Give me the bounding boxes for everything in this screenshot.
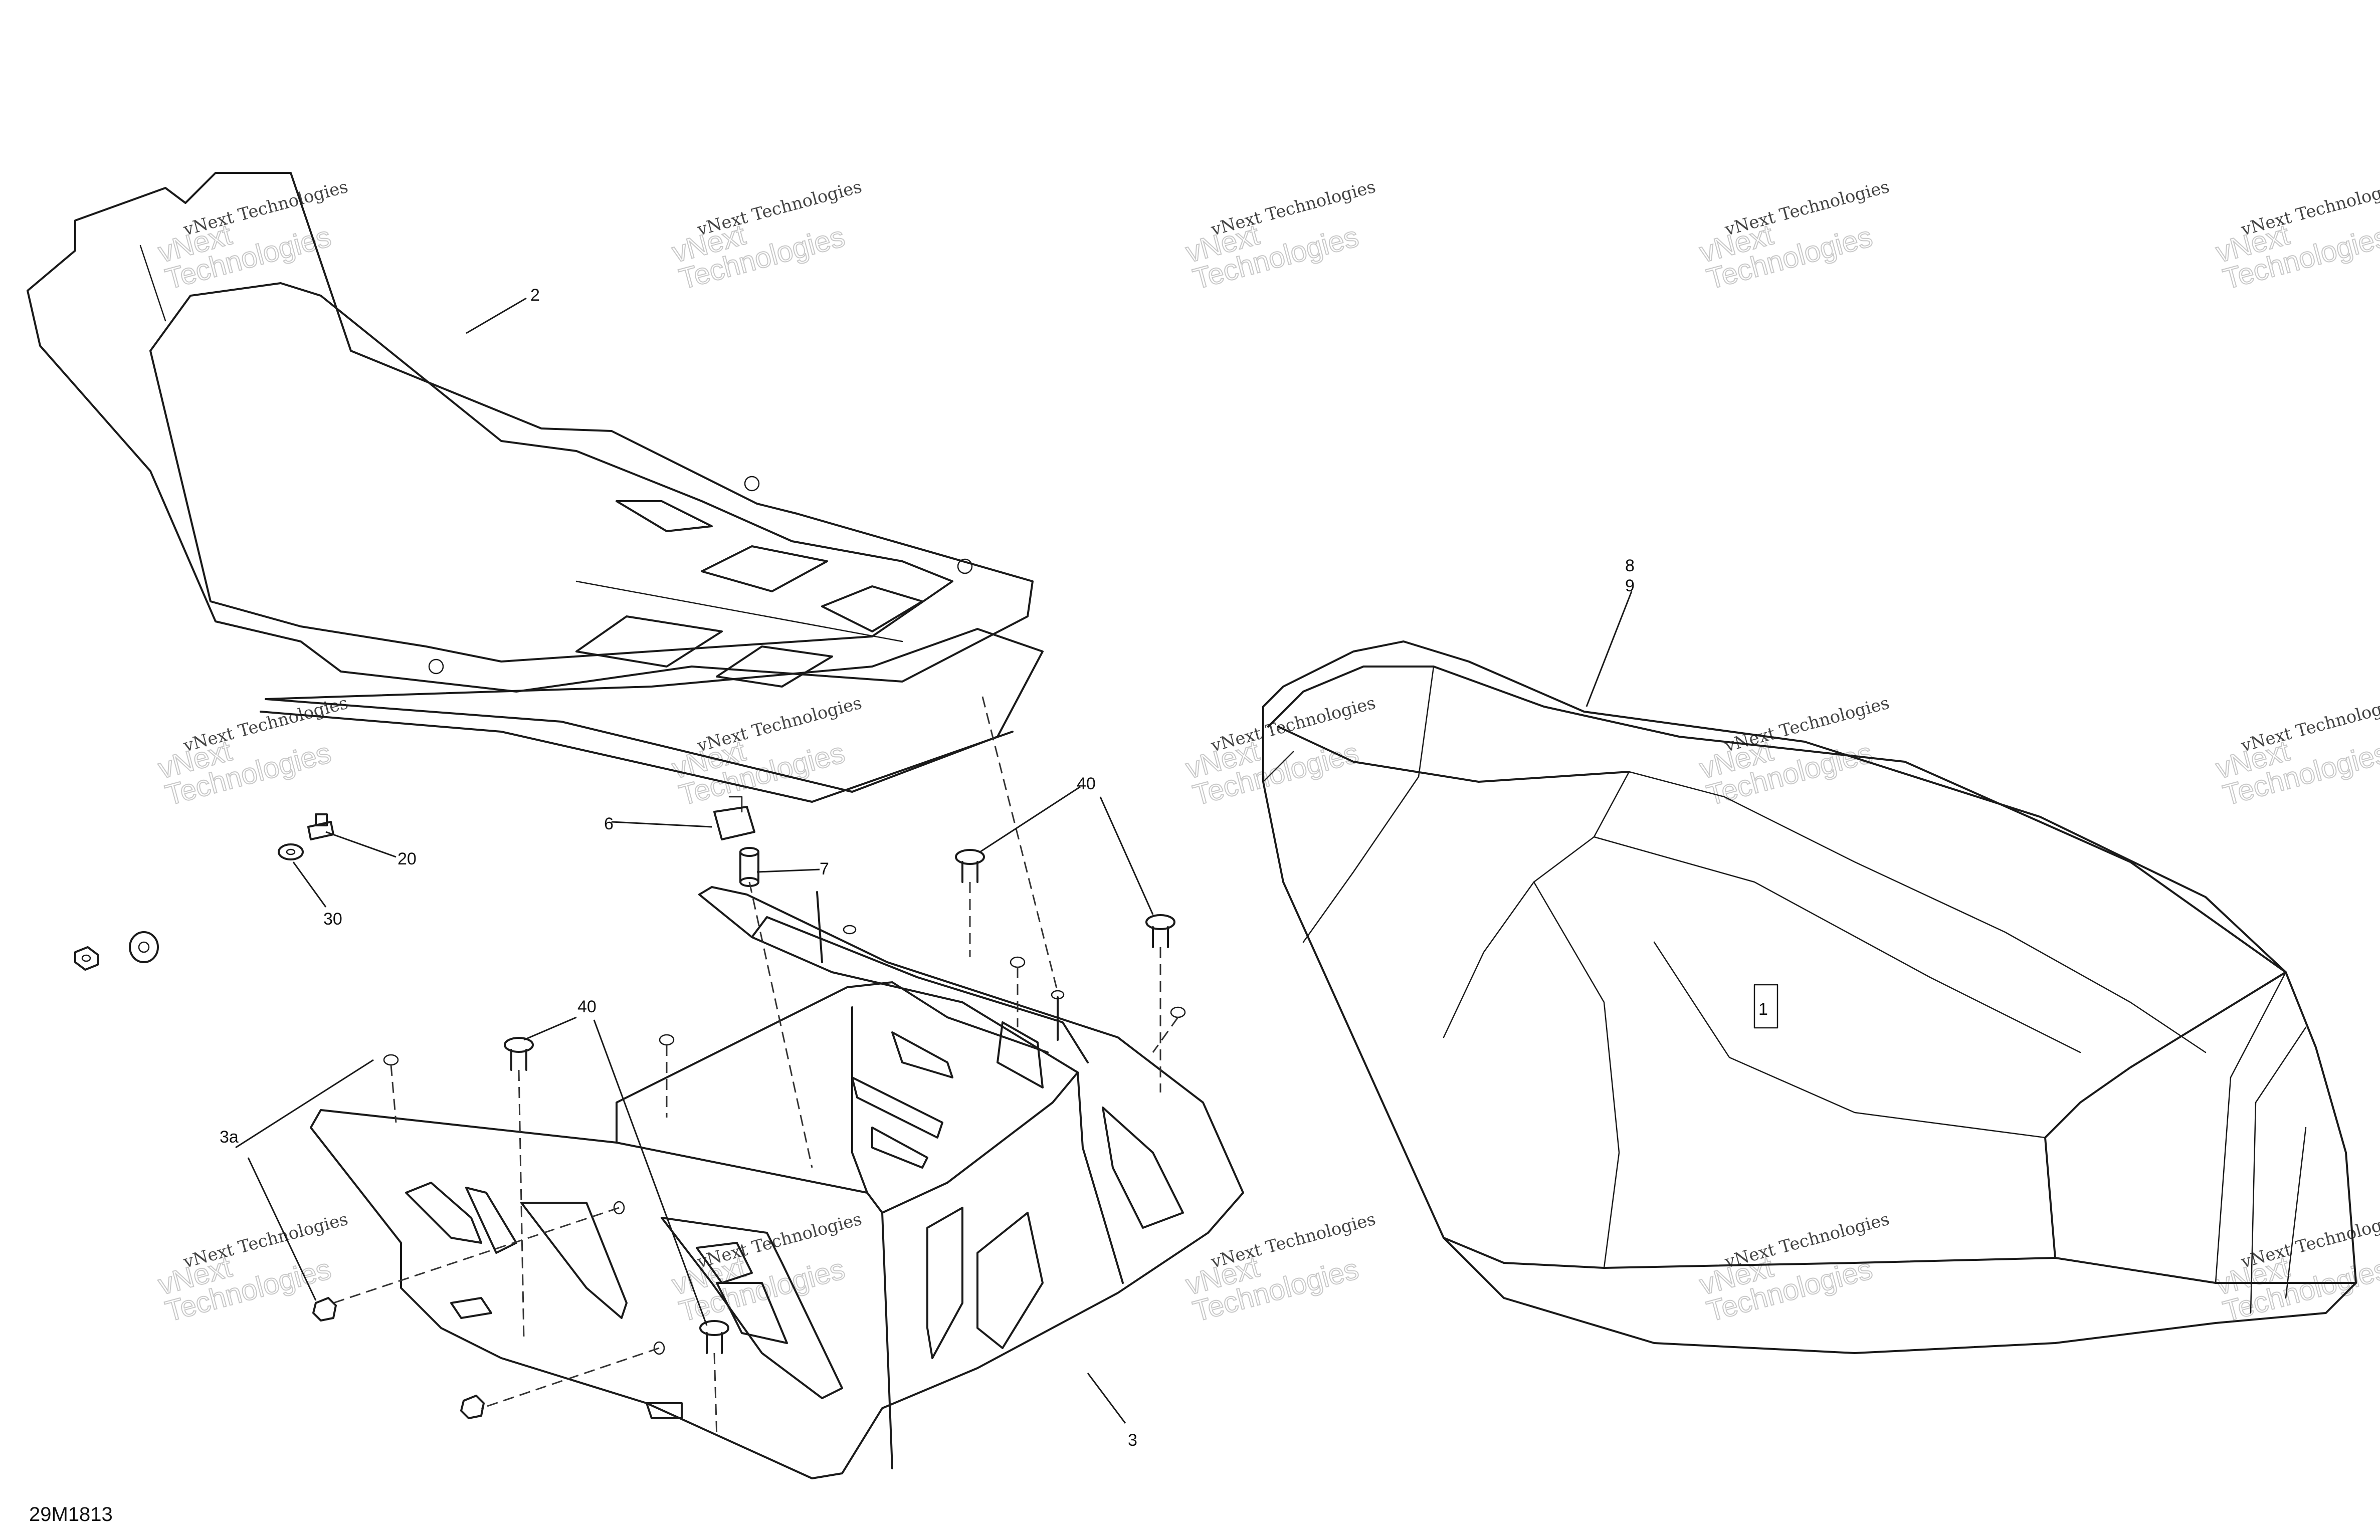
seat-callout-box [1753,984,1778,1029]
watermark: vNext Technologies vNext Technologies [154,693,350,812]
screw-20 [307,813,334,840]
loose-nut [74,946,99,971]
watermark: vNext Technologies vNext Technologies [1696,693,1892,812]
watermark: vNext Technologies vNext Technologies [154,1209,350,1329]
callout-1: 1 [1758,1000,1768,1019]
callout-9: 9 [1625,576,1635,595]
watermark: vNext Technologies vNext Technologies [668,177,864,296]
washer-30 [278,843,304,860]
watermark: vNext Technologies vNext Technologies [1696,1209,1892,1329]
callout-2: 2 [530,286,540,305]
figure-reference: 29M1813 [29,1503,113,1525]
callout-40-upper: 40 [1077,774,1096,793]
watermark: vNext Technologies vNext Technologies [668,693,864,812]
callout-7: 7 [820,859,829,878]
callout-labels: 2 8 9 6 7 40 40 20 30 3a 3 1 [220,286,1768,1450]
assembly-lines [333,696,1179,1439]
callout-6: 6 [604,814,614,833]
small-nuts [312,956,1186,1419]
watermark: vNext Technologies vNext Technologies [668,1209,864,1329]
stud-icon [428,658,444,675]
pin-7 [739,847,759,887]
callout-20: 20 [398,849,417,868]
screw-40 [504,1037,534,1071]
watermark: vNext Technologies vNext Technologies [2212,693,2380,812]
loose-washer [129,931,159,963]
rear-rack-plate [27,172,1044,803]
callout-3: 3 [1128,1431,1137,1450]
stud-icon [957,558,973,574]
watermark: vNext Technologies vNext Technologies [1182,1209,1378,1329]
watermark: vNext Technologies vNext Technologies [2212,177,2380,296]
callout-30: 30 [323,910,342,929]
leader-lines [235,297,1633,1424]
screw-40 [699,1320,729,1354]
screw-40 [1145,914,1175,948]
callout-8: 8 [1625,556,1635,575]
watermark: vNext Technologies vNext Technologies [154,177,350,296]
stud-icon [744,476,760,492]
callout-3a: 3a [220,1128,239,1147]
screw-40 [955,849,985,883]
clip-nut-6 [713,796,755,840]
watermark: vNext Technologies vNext Technologies [1696,177,1892,296]
seat [1262,640,2357,1354]
lower-bracket [310,886,1244,1479]
callout-40-lower: 40 [577,997,597,1016]
watermark: vNext Technologies vNext Technologies [1182,177,1378,296]
